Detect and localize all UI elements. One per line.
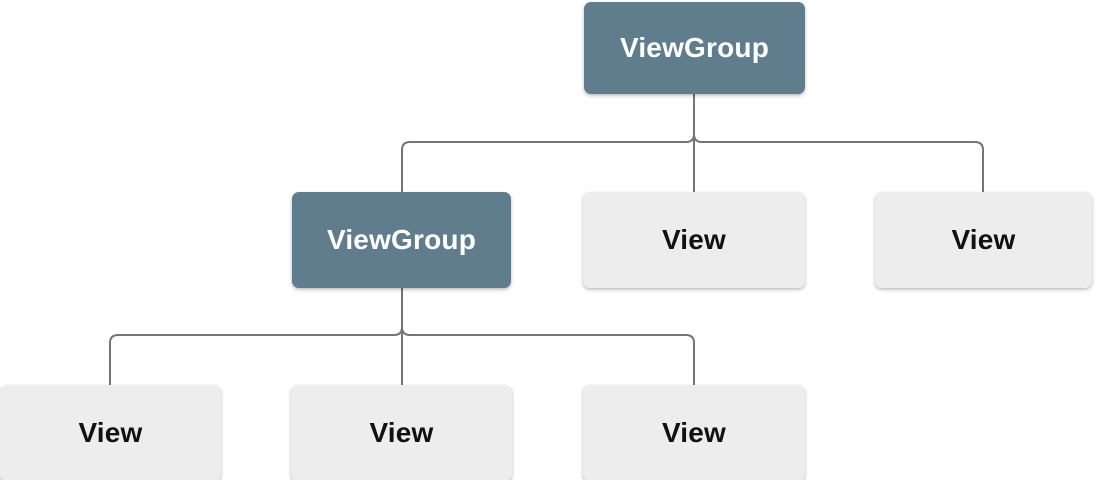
edge-root-to-view-right xyxy=(693,94,984,192)
edge-viewgroup-child-to-view-left xyxy=(109,288,403,385)
node-view-row2-right: View xyxy=(875,192,1092,288)
node-root-viewgroup: ViewGroup xyxy=(584,2,805,94)
node-label: ViewGroup xyxy=(326,224,477,255)
node-view-row2-middle: View xyxy=(583,192,805,288)
node-label: ViewGroup xyxy=(619,32,770,63)
node-label: View xyxy=(951,224,1016,255)
node-label: View xyxy=(78,417,143,448)
node-view-row3-middle: View xyxy=(291,385,512,480)
node-label: View xyxy=(661,224,727,255)
node-view-row3-right: View xyxy=(583,385,805,480)
node-label: View xyxy=(661,417,727,448)
node-label: View xyxy=(369,417,434,448)
edge-root-to-viewgroup-child xyxy=(401,94,695,192)
node-view-row3-left: View xyxy=(0,385,221,480)
edge-viewgroup-child-to-view-right xyxy=(401,288,695,385)
node-child-viewgroup: ViewGroup xyxy=(292,192,511,288)
